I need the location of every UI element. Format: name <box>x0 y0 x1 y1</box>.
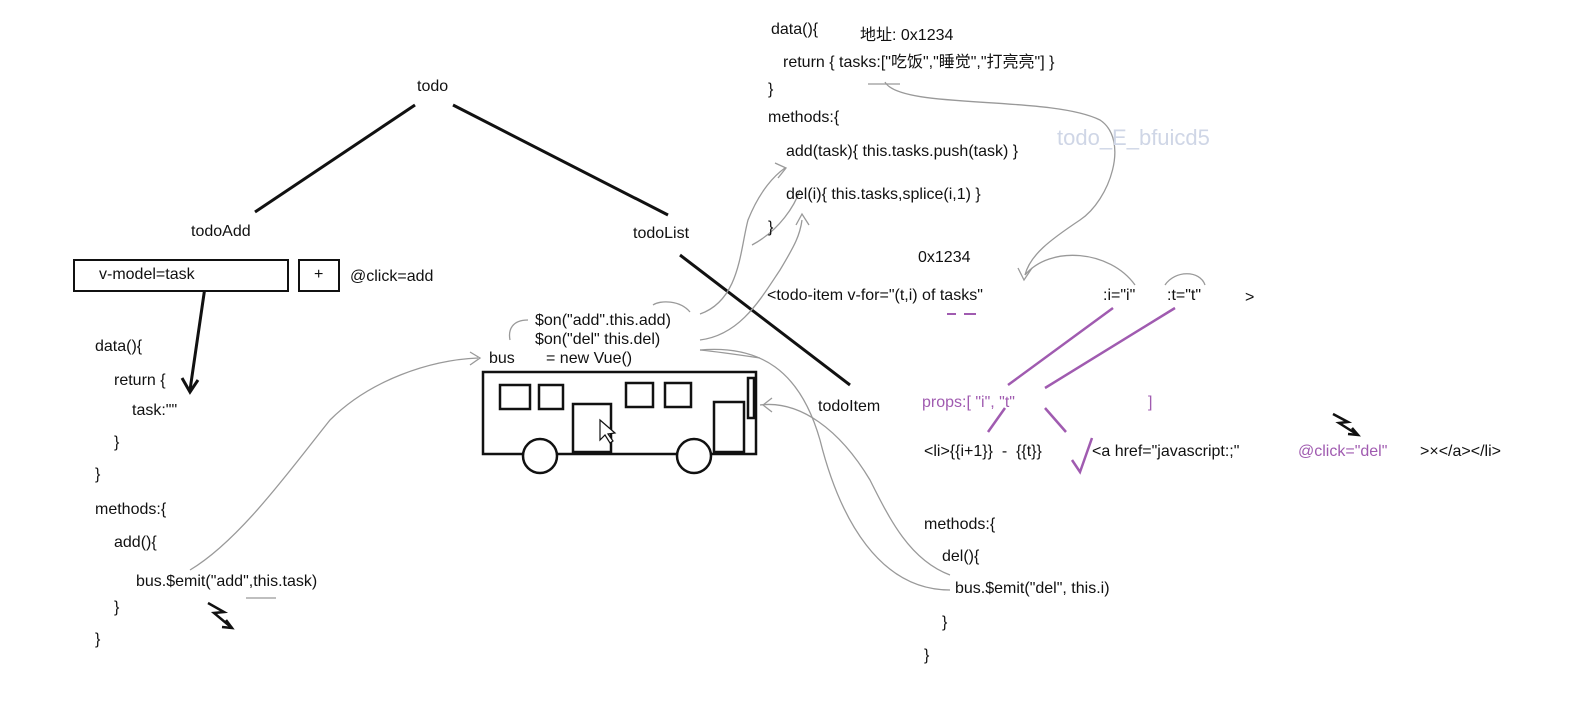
address-note: 地址: 0x1234 <box>860 27 954 44</box>
code-line: } <box>95 631 101 648</box>
edge-todo-todolist <box>452 103 669 217</box>
code-line: data(){ <box>95 338 143 355</box>
task-input[interactable]: v-model=task <box>73 259 289 292</box>
node-todoitem: todoItem <box>818 398 881 415</box>
node-todo: todo <box>417 78 449 95</box>
lightning-icon-2 <box>1332 412 1361 437</box>
flow-curves <box>189 81 1206 591</box>
bind-t: :t="t" <box>1167 287 1202 304</box>
code-line: } <box>114 434 120 451</box>
code-line: methods:{ <box>768 109 840 126</box>
code-line: } <box>924 647 930 664</box>
arrowhead-item <box>761 397 773 413</box>
edge-todolist-todoitem <box>679 253 851 387</box>
edge-input-task <box>188 286 207 391</box>
bus-decl: = new Vue() <box>546 350 633 367</box>
li-template-3: >×</a></li> <box>1420 443 1501 460</box>
click-handler: @click=add <box>350 268 434 285</box>
arrowhead-bus <box>469 351 482 366</box>
task-input-text: v-model=task <box>99 266 195 283</box>
bind-i: :i="i" <box>1103 287 1136 304</box>
bus-on-del: $on("del" this.del) <box>535 331 661 348</box>
arrowhead-add <box>774 162 788 179</box>
tag-close: > <box>1245 289 1255 306</box>
props-decl: props:[ "i", "t" <box>922 394 1015 411</box>
node-todoadd: todoAdd <box>191 223 251 240</box>
arrowhead-tasks <box>1017 267 1033 282</box>
li-template-2: <a href="javascript:;" <box>1092 443 1240 460</box>
code-line: methods:{ <box>95 501 167 518</box>
bus-on-add: $on("add".this.add) <box>535 312 671 329</box>
arrowhead-task <box>180 377 200 395</box>
watermark: todo_E_bfuicd5 <box>1057 125 1210 150</box>
edge-todo-todoadd <box>254 103 416 214</box>
code-line: } <box>768 219 774 236</box>
code-line: return { tasks:["吃饭","睡觉","打亮亮"] } <box>783 54 1055 71</box>
li-click-handler: @click="del" <box>1298 443 1388 460</box>
code-line: add(task){ this.tasks.push(task) } <box>786 143 1019 160</box>
prop-connectors <box>986 306 1176 475</box>
code-line: del(i){ this.tasks,splice(i,1) } <box>786 186 981 203</box>
li-template-1: <li>{{i+1}} - {{t}} <box>924 443 1042 460</box>
bus-drawing <box>481 370 758 475</box>
mouse-cursor-icon <box>599 418 617 444</box>
code-line: bus.$emit("del", this.i) <box>955 580 1110 597</box>
node-todolist: todoList <box>633 225 690 242</box>
todo-item-tag: <todo-item v-for="(t,i) of tasks" <box>767 287 983 304</box>
code-line: del(){ <box>942 548 980 565</box>
code-line: } <box>942 614 948 631</box>
lightning-icon <box>207 601 235 630</box>
code-line: } <box>114 599 120 616</box>
props-close: ] <box>1148 394 1153 411</box>
bus-label: bus <box>489 350 515 367</box>
add-button-label: + <box>314 266 324 283</box>
code-line: add(){ <box>114 534 157 551</box>
code-line: } <box>768 81 774 98</box>
add-button[interactable]: + <box>298 259 340 292</box>
code-line: task:"" <box>132 402 178 419</box>
code-line: data(){ <box>771 21 819 38</box>
code-line: return { <box>114 372 166 389</box>
code-line: bus.$emit("add",this.task) <box>136 573 318 590</box>
arrowhead-del <box>795 212 810 226</box>
code-line: } <box>95 466 101 483</box>
code-line: methods:{ <box>924 516 996 533</box>
address-note-2: 0x1234 <box>918 249 971 266</box>
